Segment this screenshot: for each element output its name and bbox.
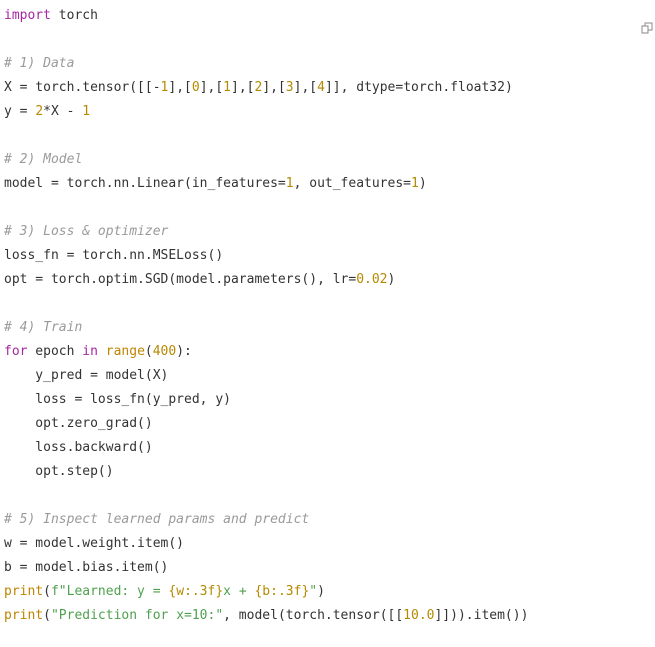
code-line: loss = loss_fn(y_pred, y)	[4, 392, 231, 407]
code-line: loss.backward()	[4, 440, 153, 455]
code-comment-line: # 3) Loss & optimizer	[4, 224, 169, 239]
blank-line: ​	[4, 28, 528, 52]
blank-line: ​	[4, 196, 528, 220]
code-line: loss_fn = torch.nn.MSELoss()	[4, 248, 224, 263]
code-line: opt = torch.optim.SGD(model.parameters()…	[4, 272, 396, 287]
code-line: y_pred = model(X)	[4, 368, 169, 383]
code-comment-line: # 1) Data	[4, 56, 75, 71]
code-line: y = 2*X - 1	[4, 104, 91, 119]
copy-button[interactable]	[641, 22, 653, 34]
code-comment-line: # 4) Train	[4, 320, 83, 335]
code-line: import torch	[4, 8, 98, 23]
code-line: model = torch.nn.Linear(in_features=1, o…	[4, 176, 427, 191]
code-line: print("Prediction for x=10:", model(torc…	[4, 608, 529, 623]
blank-line: ​	[4, 484, 528, 508]
code-line: b = model.bias.item()	[4, 560, 169, 575]
copy-icon	[641, 22, 653, 34]
code-line: w = model.weight.item()	[4, 536, 185, 551]
code-comment-line: # 2) Model	[4, 152, 83, 167]
code-line: opt.zero_grad()	[4, 416, 153, 431]
code-line: for epoch in range(400):	[4, 344, 192, 359]
blank-line: ​	[4, 124, 528, 148]
code-line: X = torch.tensor([[-1],[0],[1],[2],[3],[…	[4, 80, 513, 95]
code-line: opt.step()	[4, 464, 114, 479]
blank-line: ​	[4, 292, 528, 316]
code-comment-line: # 5) Inspect learned params and predict	[4, 512, 310, 527]
code-text: import torch ​ # 1) Data X = torch.tensor([…	[4, 4, 528, 628]
code-line: print(f"Learned: y = {w:.3f}x + {b:.3f}"…	[4, 584, 325, 599]
